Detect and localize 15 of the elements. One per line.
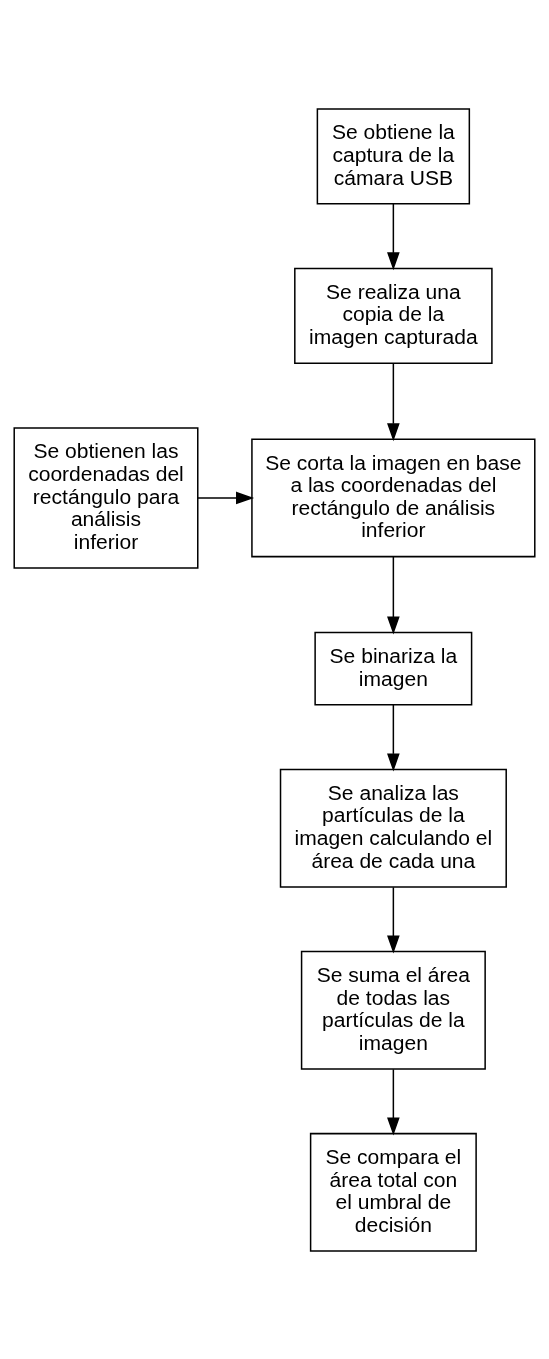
arrow bbox=[387, 362, 400, 441]
node-box: Se analiza las partículas de la imagen calculando el área de cada una bbox=[279, 768, 507, 888]
arrow bbox=[387, 1068, 400, 1136]
node-box: Se realiza una copia de la imagen capturada bbox=[294, 267, 493, 364]
arrow bbox=[387, 703, 400, 772]
arrow bbox=[197, 491, 255, 504]
node-box: Se compara el área total con el umbral de decisión bbox=[309, 1132, 477, 1252]
node-box: Se obtienen las coordenadas del rectángulo para análisis inferior bbox=[13, 426, 199, 569]
node-box: Se suma el área de todas las partículas de la imagen bbox=[300, 950, 486, 1070]
node-box: Se binariza la imagen bbox=[314, 631, 473, 706]
arrow bbox=[387, 202, 400, 270]
node-box: Se corta la imagen en base a las coordenadas del rectángulo de análisis inferior bbox=[251, 438, 536, 557]
node-box: Se obtiene la captura de la cámara USB bbox=[316, 107, 471, 205]
arrow bbox=[387, 886, 400, 953]
arrow bbox=[387, 555, 400, 634]
